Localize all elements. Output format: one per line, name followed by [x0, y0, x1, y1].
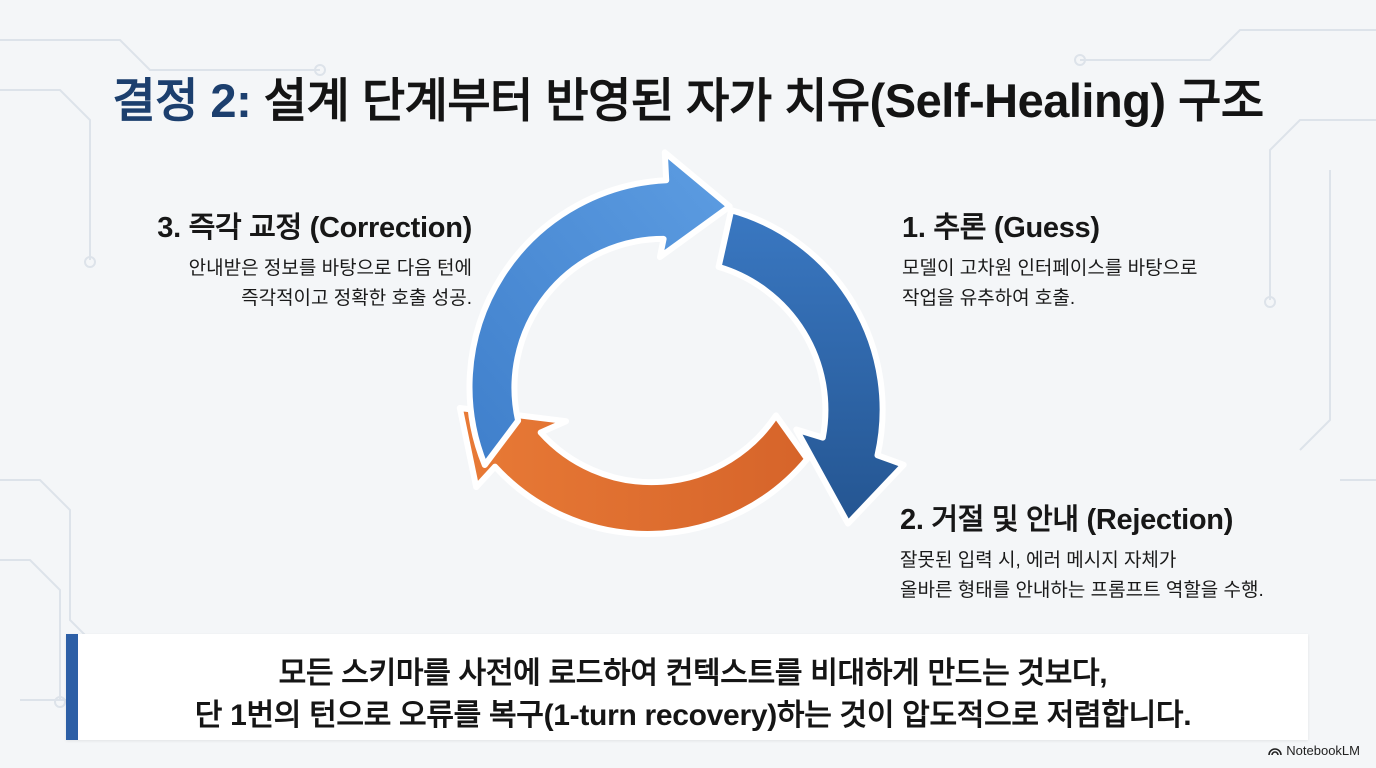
step-rejection-desc-line1: 잘못된 입력 시, 에러 메시지 자체가 — [900, 550, 1177, 571]
notebooklm-logo-icon — [1268, 747, 1283, 755]
brand-name: NotebookLM — [1286, 743, 1360, 758]
step-rejection-description: 잘못된 입력 시, 에러 메시지 자체가 올바른 형태를 안내하는 프롬프트 역… — [900, 546, 1264, 606]
step-guess-heading: 1. 추론 (Guess) — [902, 212, 1100, 244]
summary-accent-bar — [66, 634, 78, 740]
title-prefix: 결정 2: — [112, 74, 252, 127]
step-rejection-desc-line2: 올바른 형태를 안내하는 프롬프트 역할을 수행. — [900, 580, 1264, 601]
step-guess: 1. 추론 (Guess) 모델이 고차원 인터페이스를 바탕으로 작업을 유추… — [902, 204, 1198, 314]
summary-callout: 모든 스키마를 사전에 로드하여 컨텍스트를 비대하게 만드는 것보다, 단 1… — [66, 634, 1308, 740]
step-guess-desc-line1: 모델이 고차원 인터페이스를 바탕으로 — [902, 258, 1198, 279]
notebooklm-brand: NotebookLM — [1268, 743, 1360, 758]
step-guess-description: 모델이 고차원 인터페이스를 바탕으로 작업을 유추하여 호출. — [902, 254, 1198, 314]
arrow-guess-to-rejection — [715, 207, 907, 527]
page-title: 결정 2: 설계 단계부터 반영된 자가 치유(Self-Healing) 구조 — [0, 62, 1376, 131]
step-guess-desc-line2: 작업을 유추하여 호출. — [902, 288, 1076, 309]
arrow-rejection-to-correction — [456, 405, 811, 537]
step-correction-desc-line2: 즉각적이고 정확한 호출 성공. — [241, 288, 472, 309]
title-main: 설계 단계부터 반영된 자가 치유(Self-Healing) 구조 — [263, 74, 1264, 127]
arrow-correction-to-guess — [466, 149, 733, 468]
step-correction: 3. 즉각 교정 (Correction) 안내받은 정보를 바탕으로 다음 턴… — [140, 204, 472, 314]
step-correction-desc-line1: 안내받은 정보를 바탕으로 다음 턴에 — [188, 258, 472, 279]
summary-line-2: 단 1번의 턴으로 오류를 복구(1-turn recovery)하는 것이 압… — [194, 699, 1192, 732]
summary-line-1: 모든 스키마를 사전에 로드하여 컨텍스트를 비대하게 만드는 것보다, — [278, 657, 1108, 690]
step-correction-description: 안내받은 정보를 바탕으로 다음 턴에 즉각적이고 정확한 호출 성공. — [140, 254, 472, 314]
step-rejection: 2. 거절 및 안내 (Rejection) 잘못된 입력 시, 에러 메시지 … — [900, 496, 1264, 606]
step-correction-heading: 3. 즉각 교정 (Correction) — [157, 212, 472, 244]
step-rejection-heading: 2. 거절 및 안내 (Rejection) — [900, 504, 1234, 536]
